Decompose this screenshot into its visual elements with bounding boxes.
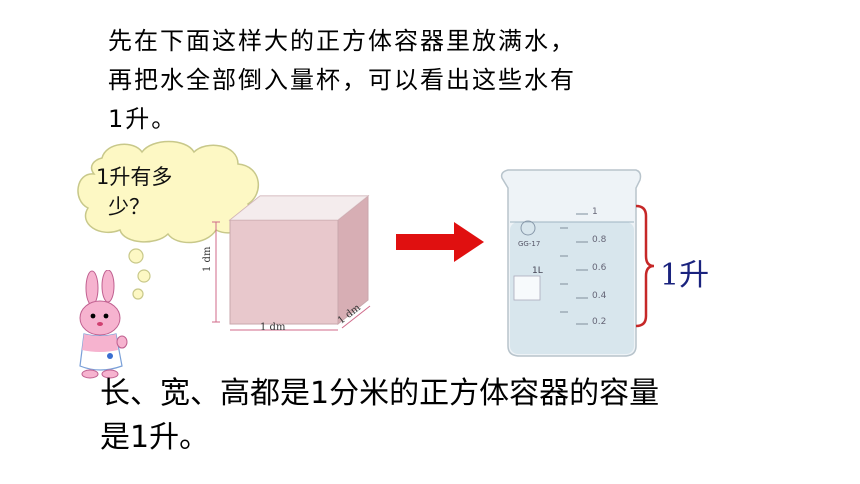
beaker-brand: GG-17 <box>518 240 541 248</box>
volume-label: 1升 <box>660 258 710 293</box>
brace-icon <box>635 204 655 328</box>
measuring-beaker <box>500 169 642 357</box>
bubble-line-1: 1升有多 <box>96 165 173 189</box>
beaker-scale-02: 0.2 <box>592 317 607 327</box>
thought-bubble-trail <box>128 248 151 300</box>
beaker-scale-04: 0.4 <box>592 291 607 301</box>
bubble-line-2: 少？ <box>108 195 150 219</box>
arrow-right-icon <box>396 222 484 262</box>
beaker-capacity: 1L <box>532 266 543 276</box>
intro-line-1: 先在下面这样大的正方体容器里放满水， <box>108 27 576 55</box>
cube-height-label: 1 dm <box>202 246 213 272</box>
cube-width-label: 1 dm <box>260 322 286 333</box>
intro-line-2: 再把水全部倒入量杯，可以看出这些水有 <box>108 66 576 94</box>
intro-line-3: 1升。 <box>108 105 178 133</box>
conclusion-text: 长、宽、高都是1分米的正方体容器的容量 是1升。 <box>100 372 800 460</box>
bubble-question: 1升有多 少？ <box>96 162 226 222</box>
rabbit-icon <box>79 270 128 379</box>
intro-text: 先在下面这样大的正方体容器里放满水， 再把水全部倒入量杯，可以看出这些水有 1升… <box>108 22 708 139</box>
beaker-scale-08: 0.8 <box>592 235 607 245</box>
conclusion-line-2: 是1升。 <box>100 420 210 455</box>
beaker-scale-06: 0.6 <box>592 263 607 273</box>
beaker-scale-1: 1 <box>592 207 598 217</box>
conclusion-line-1: 长、宽、高都是1分米的正方体容器的容量 <box>100 376 660 411</box>
cube-container <box>212 194 371 331</box>
